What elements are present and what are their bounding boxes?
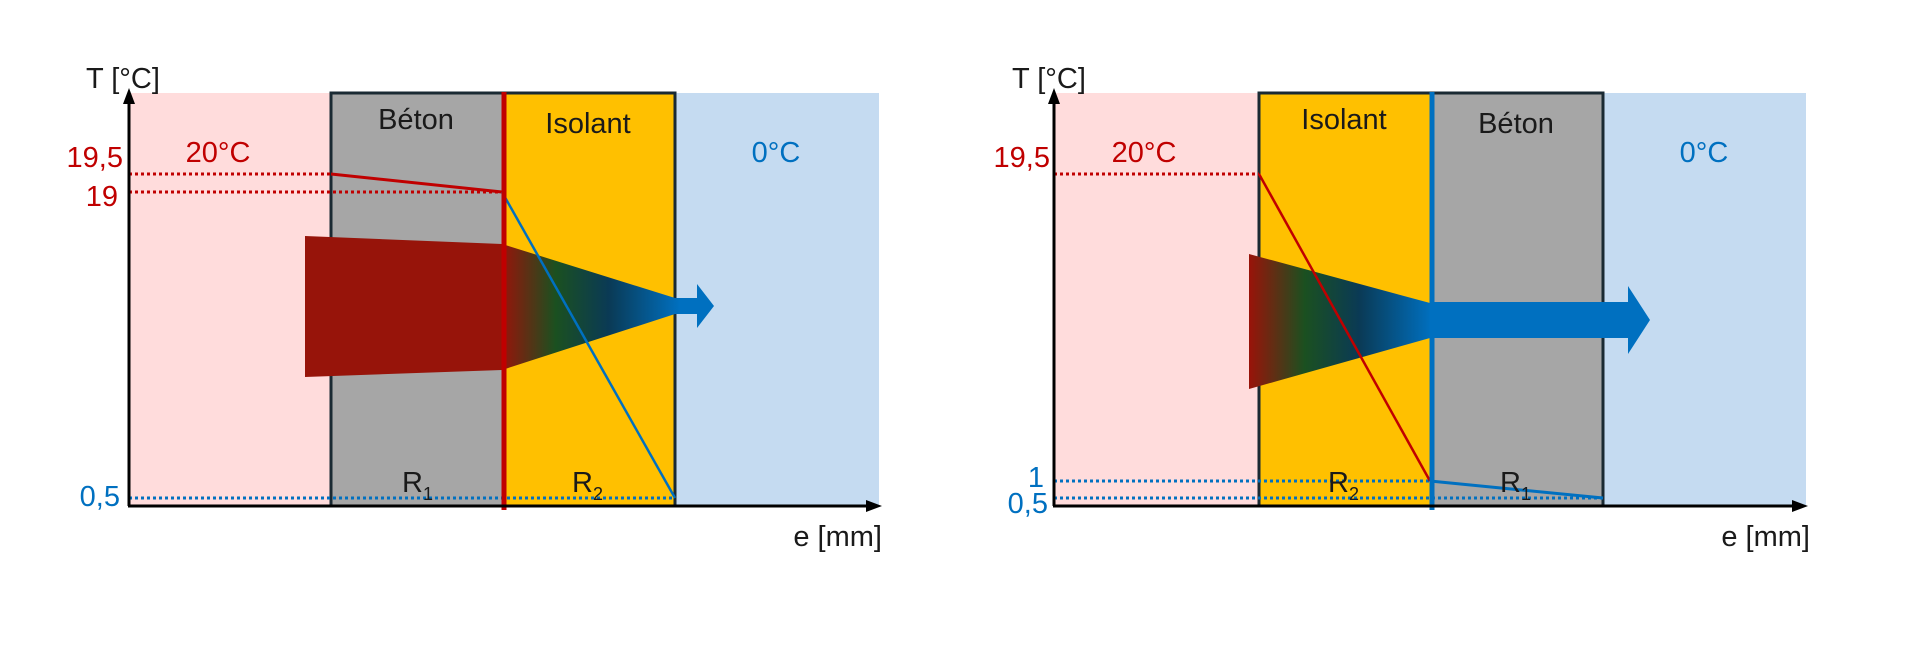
tick-19: 19 bbox=[86, 181, 118, 213]
x-axis-arrow-icon bbox=[866, 500, 882, 512]
interior-temp-label: 20°C bbox=[1112, 137, 1177, 169]
interior-temp-label: 20°C bbox=[186, 137, 251, 169]
isolant-label: Isolant bbox=[1301, 104, 1386, 136]
tick-0-5: 0,5 bbox=[80, 481, 120, 513]
beton-label: Béton bbox=[378, 104, 454, 136]
resistance-r2: R2 bbox=[572, 467, 603, 504]
exterior-temp-label: 0°C bbox=[752, 137, 801, 169]
resistance-r2: R2 bbox=[1328, 467, 1359, 504]
y-axis-arrow-icon bbox=[123, 88, 135, 104]
isolant-label: Isolant bbox=[545, 108, 630, 140]
temp-line-isolant bbox=[1257, 173, 1432, 482]
tick-19-5: 19,5 bbox=[67, 142, 123, 174]
tick-0-5: 0,5 bbox=[1008, 488, 1048, 520]
resistance-r1: R1 bbox=[1500, 467, 1531, 504]
exterior-zone bbox=[1603, 93, 1806, 506]
x-axis-arrow-icon bbox=[1792, 500, 1808, 512]
x-axis-label: e [mm] bbox=[1721, 521, 1810, 553]
y-axis-label: T [°C] bbox=[1012, 63, 1086, 95]
tick-1: 1 bbox=[1028, 462, 1044, 494]
beton-layer bbox=[1430, 93, 1603, 506]
heat-flux-arrow bbox=[305, 236, 714, 377]
exterior-zone bbox=[675, 93, 879, 506]
y-axis-label: T [°C] bbox=[86, 63, 160, 95]
left-diagram: T [°C] e [mm] 20°C 0°C Béton Isolant 19,… bbox=[67, 63, 882, 553]
interior-zone bbox=[129, 93, 331, 506]
x-axis-label: e [mm] bbox=[793, 521, 882, 553]
y-axis-arrow-icon bbox=[1048, 88, 1060, 104]
tick-19-5: 19,5 bbox=[994, 142, 1050, 174]
right-diagram: T [°C] e [mm] 20°C 0°C Isolant Béton 19,… bbox=[994, 63, 1810, 553]
heat-flux-arrow-shaft bbox=[1430, 302, 1628, 338]
exterior-temp-label: 0°C bbox=[1680, 137, 1729, 169]
temp-line-beton bbox=[330, 172, 503, 194]
temp-line-beton bbox=[1429, 479, 1604, 500]
resistance-r1: R1 bbox=[402, 467, 433, 504]
temp-line-isolant bbox=[500, 191, 677, 499]
beton-label: Béton bbox=[1478, 108, 1554, 140]
interior-zone bbox=[1054, 93, 1259, 506]
